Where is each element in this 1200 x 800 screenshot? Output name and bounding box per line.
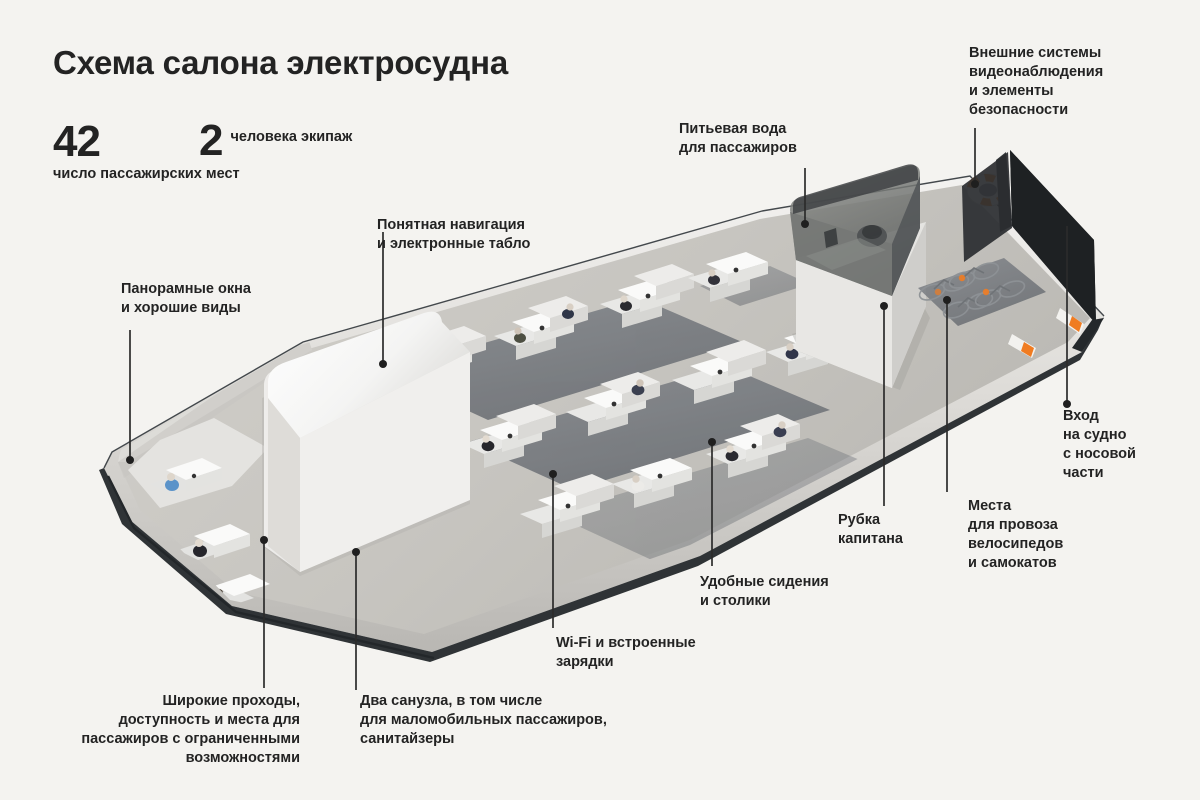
callout-video-security: Внешние системы видеонаблюдения и элемен… xyxy=(969,45,1104,118)
stat-number: 2 xyxy=(199,116,224,165)
callout-drinking-water: Питьевая вода для пассажиров xyxy=(679,121,797,156)
leader-lines xyxy=(129,128,1068,690)
stat-passenger-seats: 42 число пассажирских мест xyxy=(53,117,240,184)
page-title: Схема салона электросудна xyxy=(53,44,508,81)
captain-bridge xyxy=(790,164,930,390)
callout-restrooms: Два санузла, в том числе для маломобильн… xyxy=(360,693,607,747)
restroom-block xyxy=(262,311,470,576)
callout-captain-bridge: Рубка капитана xyxy=(838,512,903,547)
carpet-mats xyxy=(384,266,912,562)
fender-stripes xyxy=(1008,308,1084,358)
callout-accessibility: Широкие проходы, доступность и места для… xyxy=(81,693,300,766)
callout-bike-storage: Места для провоза велосипедов и самокато… xyxy=(968,498,1064,571)
leader-dots xyxy=(126,180,1071,556)
callout-panoramic-windows: Панорамные окна и хорошие виды xyxy=(121,281,251,316)
bicycle-storage xyxy=(918,258,1046,326)
callout-bow-entrance: Вход на судно с носовой части xyxy=(1063,408,1136,481)
stat-number: 42 xyxy=(53,117,101,166)
callout-wifi-charging: Wi-Fi и встроенные зарядки xyxy=(556,635,696,670)
callout-navigation: Понятная навигация и электронные табло xyxy=(377,217,531,252)
stat-caption: человека экипаж xyxy=(230,129,353,145)
callout-seats-tables: Удобные сидения и столики xyxy=(700,574,829,609)
stat-caption: число пассажирских мест xyxy=(53,166,240,183)
stat-crew: 2 человека экипаж xyxy=(199,116,353,165)
seat-row xyxy=(520,414,800,538)
